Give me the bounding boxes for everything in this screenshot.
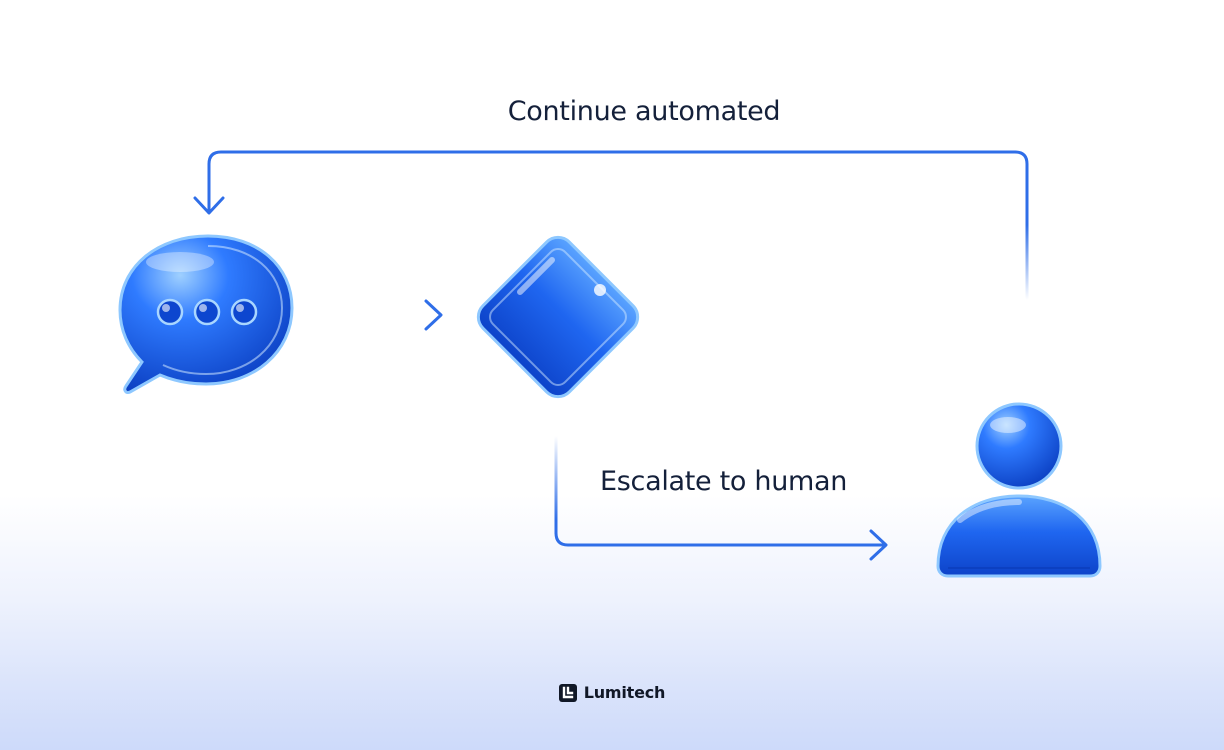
loop-arrowhead [193, 196, 225, 215]
brand-logo-icon [558, 683, 577, 702]
decision-diamond-icon [476, 235, 640, 399]
loop-connector-top [207, 150, 1017, 214]
escalate-connector-horizontal [554, 531, 886, 547]
continue-automated-label: Continue automated [507, 96, 781, 127]
user-icon [936, 402, 1102, 578]
escalate-arrowhead [869, 529, 888, 561]
chat-to-decision-arrowhead [424, 299, 443, 331]
loop-connector-right [1013, 150, 1029, 300]
escalate-to-human-label: Escalate to human [600, 466, 848, 497]
chat-bubble-icon [118, 234, 294, 394]
brand-name: Lumitech [583, 683, 666, 702]
brand-footer: Lumitech [0, 683, 1224, 702]
